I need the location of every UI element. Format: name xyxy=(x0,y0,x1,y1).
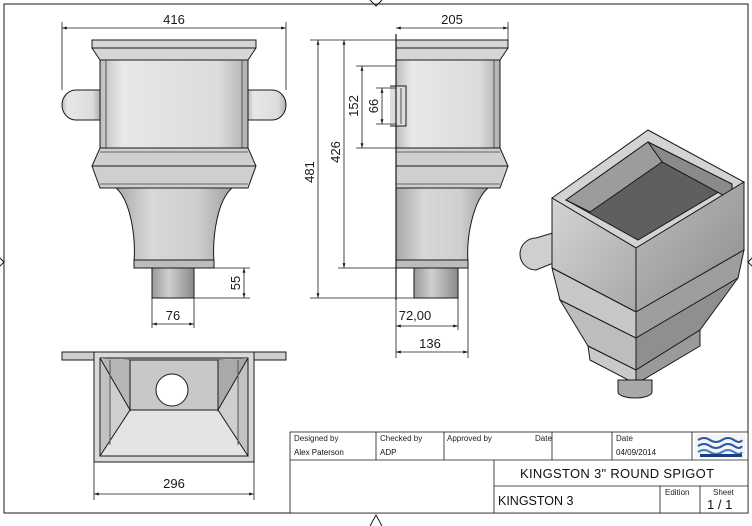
dim-height-total: 481 xyxy=(302,161,317,183)
isometric-view xyxy=(519,129,746,399)
top-view xyxy=(61,351,287,463)
dim-spigot-height: 55 xyxy=(228,276,243,290)
dim-lug-slot: 66 xyxy=(366,99,381,113)
dim-spigot-front-width: 76 xyxy=(166,308,180,323)
checked-by-label: Checked by xyxy=(380,434,423,443)
right-lug xyxy=(247,89,287,121)
edition-label: Edition xyxy=(665,488,690,497)
checked-by-value: ADP xyxy=(380,448,397,457)
company-logo xyxy=(695,434,745,458)
title-block-frame xyxy=(289,431,749,514)
dim-spigot-side-width: 72,00 xyxy=(399,308,432,323)
dim-height-body: 426 xyxy=(328,141,343,163)
dimension-lines xyxy=(61,22,509,500)
side-view xyxy=(390,34,509,300)
designed-by-value: Alex Paterson xyxy=(294,448,344,457)
left-lug xyxy=(61,89,101,121)
sheet-number: 1 / 1 xyxy=(707,497,733,512)
drawing-title: KINGSTON 3" ROUND SPIGOT xyxy=(520,466,715,481)
approved-by-label: Approved by xyxy=(447,434,492,443)
dimension-labels: 416 205 481 426 152 66 55 76 72,00 136 2… xyxy=(163,12,463,491)
part-name: KINGSTON 3 xyxy=(498,494,574,508)
dim-front-width: 416 xyxy=(163,12,185,27)
designed-by-label: Designed by xyxy=(294,434,339,443)
date-label: Date xyxy=(616,434,633,443)
date-label-approval: Date xyxy=(535,434,552,443)
date-value: 04/09/2014 xyxy=(616,448,657,457)
front-view xyxy=(61,39,287,299)
dim-base-side-width: 136 xyxy=(419,336,441,351)
dim-top-view-width: 296 xyxy=(163,476,185,491)
sheet-label: Sheet xyxy=(713,488,734,497)
dim-side-width: 205 xyxy=(441,12,463,27)
dim-lug-height: 152 xyxy=(346,95,361,117)
